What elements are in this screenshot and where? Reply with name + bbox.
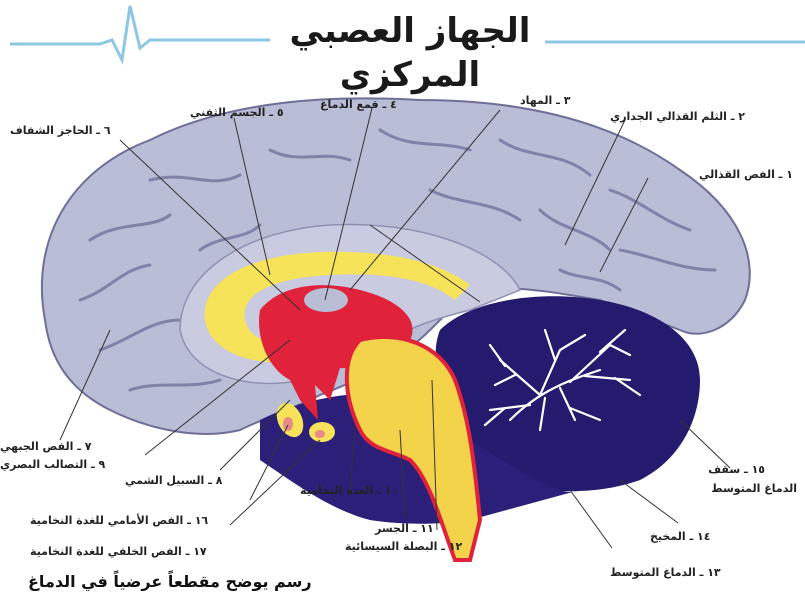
- label-posterior-pituitary: ١٧ ـ الفص الخلفي للغدة النخامية: [30, 545, 207, 558]
- label-optic-chiasm: ٩ ـ التصالب البصري: [0, 458, 105, 471]
- label-medulla: ١٢ ـ البصلة السيسائية: [345, 540, 462, 553]
- label-frontal-lobe: ٧ ـ الفص الجبهي: [0, 440, 92, 453]
- pituitary-core: [283, 417, 293, 431]
- label-occipital-lobe: ١ ـ الفص القذالي: [699, 168, 793, 181]
- title-line-1: الجهاز العصبي: [280, 14, 540, 48]
- pituitary-core-2: [315, 430, 325, 438]
- label-pons: ١١ ـ الجسر: [375, 522, 434, 535]
- label-anterior-pituitary: ١٦ ـ الفص الأمامي للغدة النخامية: [30, 514, 208, 527]
- label-cerebellum: ١٤ ـ المخيخ: [650, 530, 710, 543]
- label-parieto-occipital-sulcus: ٢ ـ الثلم القذالي الجداري: [610, 110, 745, 123]
- label-pituitary-gland: ١٠ ـ الغدة النخامية: [300, 484, 398, 497]
- label-tectum: ١٥ ـ سقف: [708, 463, 765, 476]
- label-thalamus: ٣ ـ المهاد: [520, 94, 570, 107]
- label-corpus-callosum: ٥ ـ الجسم الثفني: [190, 106, 284, 119]
- label-midbrain: ١٣ ـ الدماغ المتوسط: [610, 566, 721, 579]
- caption: رسم يوضح مقطعاً عرضياً في الدماغ: [28, 572, 312, 591]
- title-line-2: المركزي: [280, 58, 540, 92]
- label-olfactory-tract: ٨ ـ السبيل الشمي: [125, 474, 222, 487]
- fornix-hole: [304, 288, 348, 312]
- label-infundibulum: ٤ ـ قمع الدماغ: [320, 98, 397, 111]
- label-tectum-2: الدماغ المتوسط: [711, 482, 797, 495]
- label-septum-pellucidum: ٦ ـ الحاجز الشفاف: [10, 124, 111, 137]
